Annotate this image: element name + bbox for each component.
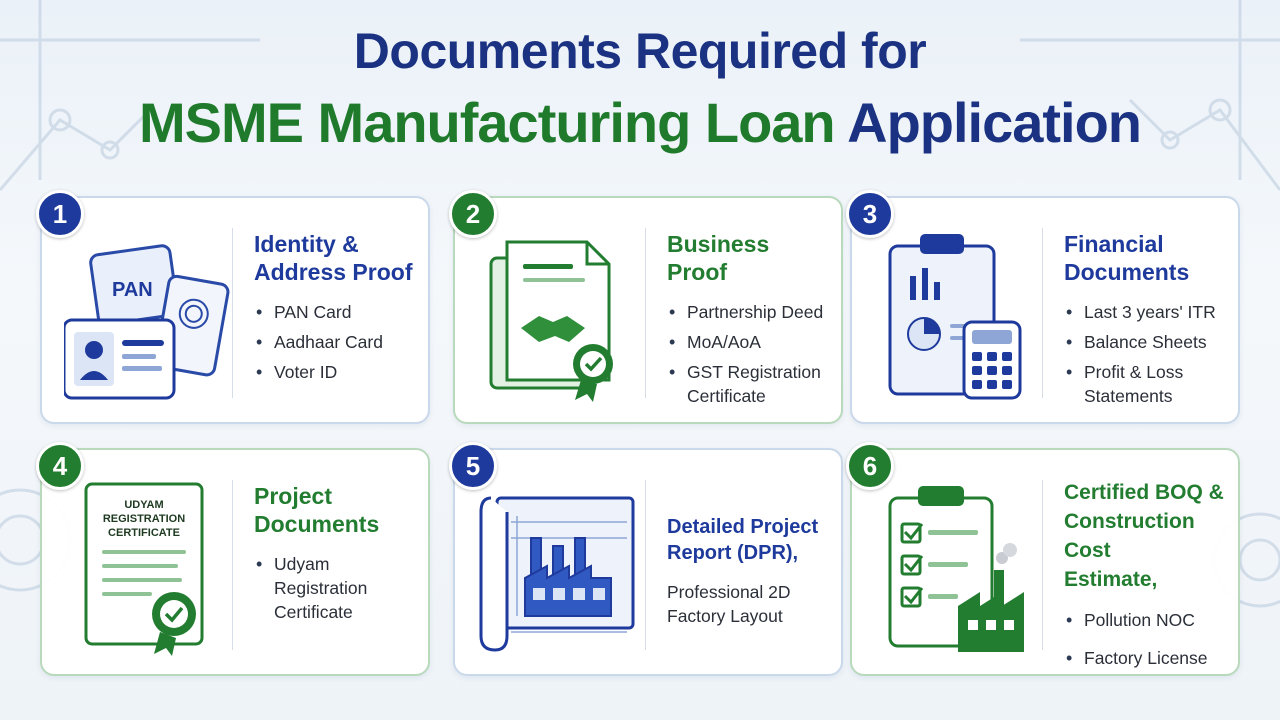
card-title-line: Documents <box>254 511 380 537</box>
card-title-line: Business Proof <box>667 231 770 285</box>
card-title: Business Proof <box>667 230 835 286</box>
list-item: PAN Card <box>254 300 422 324</box>
card-title-line: Certified BOQ & <box>1064 481 1224 504</box>
card-detailed-project-report: 5 Detailed Project Report (DPR), Profess… <box>449 442 843 676</box>
document-list: PAN Card Aadhaar Card Voter ID <box>254 300 422 384</box>
card-divider <box>645 480 646 650</box>
factory-blueprint-icon <box>479 496 635 652</box>
document-list: Udyam Registration Certificate <box>254 552 422 624</box>
certificate-icon: UDYAM REGISTRATION CERTIFICATE <box>84 482 204 656</box>
pan-card-label: PAN <box>112 279 153 301</box>
card-financial-documents: 3 Financial Documents Last <box>846 190 1240 424</box>
card-divider <box>1042 480 1043 650</box>
page-title-line1: Documents Required for <box>353 23 927 79</box>
page-title-line2: MSME Manufacturing Loan Application <box>0 90 1280 155</box>
list-item: Pollution NOC <box>1064 608 1232 632</box>
card-title: Identity & Address Proof <box>254 230 422 286</box>
handshake-document-icon <box>489 240 613 402</box>
id-cards-icon: PAN <box>64 244 230 400</box>
card-title: Certified BOQ & Construction Cost Estima… <box>1064 478 1232 594</box>
card-title-line: Estimate, <box>1064 568 1158 591</box>
card-title: Financial Documents <box>1064 230 1232 286</box>
card-text: Identity & Address Proof PAN Card Aadhaa… <box>254 230 422 390</box>
list-item: Partnership Deed <box>667 300 835 324</box>
document-list: Last 3 years' ITR Balance Sheets Profit … <box>1064 300 1232 408</box>
list-item: Udyam Registration Certificate <box>254 552 422 624</box>
list-item: Aadhaar Card <box>254 330 422 354</box>
page-title-highlight: MSME Manufacturing Loan <box>138 91 836 154</box>
list-item: Factory License <box>1064 646 1232 670</box>
card-title-line: Construction Cost <box>1064 510 1195 562</box>
card-title-line: Report (DPR), <box>667 542 799 564</box>
checklist-factory-icon <box>888 486 1024 652</box>
card-text: Project Documents Udyam Registration Cer… <box>254 482 422 630</box>
card-title-line: Address Proof <box>254 259 413 285</box>
step-number-badge: 5 <box>449 442 497 490</box>
card-text: Business Proof Partnership Deed MoA/AoA … <box>667 230 835 414</box>
card-title: Detailed Project Report (DPR), <box>667 514 835 566</box>
list-item: Balance Sheets <box>1064 330 1232 354</box>
certificate-label-line: REGISTRATION <box>103 513 185 525</box>
list-item: MoA/AoA <box>667 330 835 354</box>
step-number-badge: 6 <box>846 442 894 490</box>
card-divider <box>232 228 233 398</box>
certificate-label-line: CERTIFICATE <box>108 527 180 539</box>
certificate-label-line: UDYAM <box>124 499 163 511</box>
card-title-line: Project <box>254 483 332 509</box>
card-title-line: Financial <box>1064 231 1164 257</box>
list-item: Profit & Loss Statements <box>1064 360 1232 408</box>
card-identity-address-proof: 1 PAN Identity & Address Proof PAN Card … <box>36 190 430 424</box>
page-title-suffix: Application <box>847 91 1142 154</box>
clipboard-calculator-icon <box>888 234 1022 400</box>
card-title-line: Detailed Project <box>667 516 819 538</box>
step-number-badge: 3 <box>846 190 894 238</box>
card-divider <box>232 480 233 650</box>
card-divider <box>1042 228 1043 398</box>
card-project-documents: 4 UDYAM REGISTRATION CERTIFICATE Project… <box>36 442 430 676</box>
card-text: Certified BOQ & Construction Cost Estima… <box>1064 478 1232 676</box>
step-number-badge: 1 <box>36 190 84 238</box>
step-number-badge: 2 <box>449 190 497 238</box>
card-text: Financial Documents Last 3 years' ITR Ba… <box>1064 230 1232 414</box>
card-business-proof: 2 Business Proof Partnership Deed MoA/Ao… <box>449 190 843 424</box>
card-divider <box>645 228 646 398</box>
card-title-line: Identity & <box>254 231 359 257</box>
card-title: Project Documents <box>254 482 422 538</box>
list-item: GST Registration Certificate <box>667 360 835 408</box>
step-number-badge: 4 <box>36 442 84 490</box>
plain-item: Professional 2D Factory Layout <box>667 582 791 626</box>
card-text: Detailed Project Report (DPR), Professio… <box>667 514 835 640</box>
list-item: Last 3 years' ITR <box>1064 300 1232 324</box>
card-title-line: Documents <box>1064 259 1190 285</box>
document-list: Pollution NOC Factory License <box>1064 608 1232 670</box>
document-list: Partnership Deed MoA/AoA GST Registratio… <box>667 300 835 408</box>
card-boq-construction-estimate: 6 Certified BOQ & <box>846 442 1240 676</box>
list-item: Voter ID <box>254 360 422 384</box>
